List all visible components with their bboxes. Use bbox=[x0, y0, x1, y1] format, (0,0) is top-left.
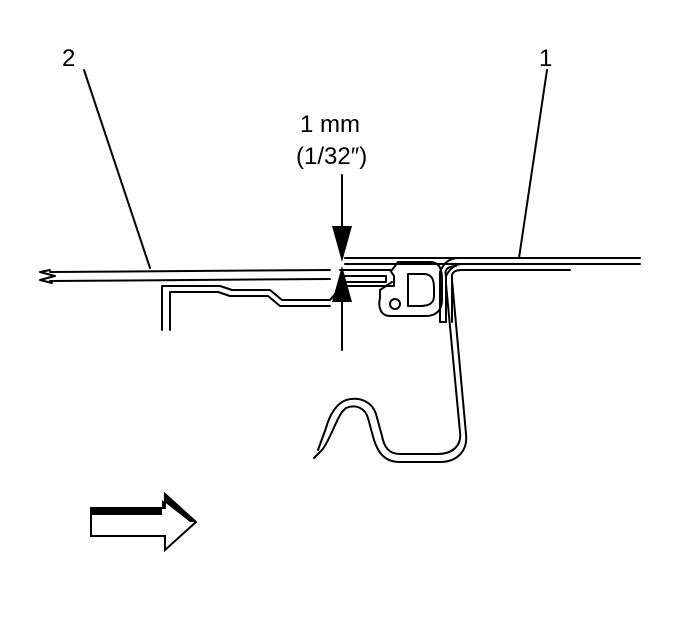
dimension-arrow-up-icon bbox=[332, 266, 352, 302]
callout-2: 2 bbox=[62, 45, 75, 72]
left-panel bbox=[39, 269, 331, 284]
forward-arrow-icon bbox=[90, 491, 198, 553]
dimension-arrow-down-icon bbox=[332, 226, 352, 262]
hem-flange bbox=[339, 269, 395, 287]
channel-flange bbox=[439, 257, 463, 323]
leader-line-1 bbox=[518, 69, 548, 259]
j-hook bbox=[313, 279, 468, 463]
dimension-metric: 1 mm bbox=[300, 111, 360, 138]
right-panel bbox=[344, 257, 641, 271]
box-section bbox=[378, 261, 443, 317]
leader-line-2 bbox=[83, 69, 151, 269]
break-mark bbox=[39, 269, 56, 284]
dimension-imperial: (1/32″) bbox=[296, 143, 367, 170]
left-bracket bbox=[161, 285, 341, 331]
callout-1: 1 bbox=[539, 45, 552, 72]
pierce-hole bbox=[389, 298, 401, 310]
